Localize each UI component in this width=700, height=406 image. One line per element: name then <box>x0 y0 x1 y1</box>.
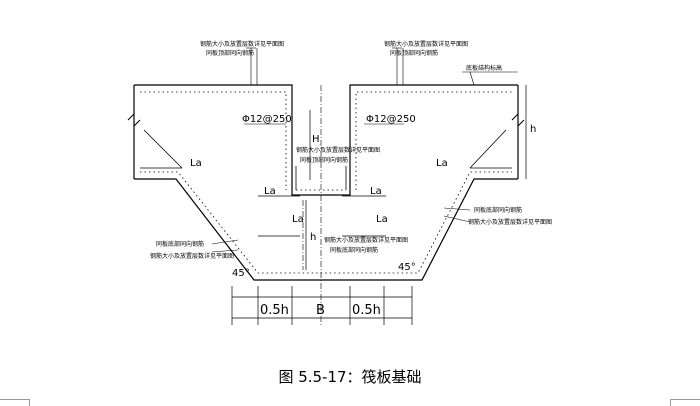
raft-foundation-drawing: 钢筋大小及放置层数详见平面图 同板顶部同向钢筋 钢筋大小及放置层数详见平面图 同… <box>127 40 552 325</box>
dim-center: B <box>316 303 325 318</box>
rebar-label-right: Φ12@250 <box>366 114 416 125</box>
break-symbols <box>127 112 525 128</box>
note-center-2: 同板顶部同向钢筋 <box>300 156 348 164</box>
note-right-2: 钢筋大小及放置层数详见平面图 <box>468 218 552 226</box>
note-bottom-center-1: 钢筋大小及放置层数详见平面图 <box>324 236 408 244</box>
rebar-lines <box>140 91 512 274</box>
concrete-outline <box>133 84 519 281</box>
la-label-1: La <box>190 158 202 169</box>
note-center-1: 钢筋大小及放置层数详见平面图 <box>296 146 380 154</box>
note-top-right-1: 钢筋大小及放置层数详见平面图 <box>384 40 468 48</box>
note-slab-top: 底板结构标高 <box>466 64 502 72</box>
note-top-left-2: 同板顶部同向钢筋 <box>206 49 254 57</box>
dimension-lines <box>231 85 527 325</box>
note-top-left-1: 钢筋大小及放置层数详见平面图 <box>200 40 284 48</box>
h-label-right: h <box>530 124 536 135</box>
page-corner-right <box>670 399 700 406</box>
note-right-1: 同板底部同向钢筋 <box>474 206 522 214</box>
la-label-5: La <box>376 214 388 225</box>
note-top-right-2: 同板顶部同向钢筋 <box>390 49 438 57</box>
note-left-2: 钢筋大小及放置层数详见平面图 <box>150 252 234 260</box>
la-label-4: La <box>436 158 448 169</box>
la-label-2: La <box>264 186 276 197</box>
H-label: H <box>312 134 320 145</box>
rebar-solid <box>140 129 512 237</box>
leader-lines <box>211 47 518 253</box>
angle-label-left: 45° <box>232 268 250 279</box>
page-corner-left <box>0 399 30 406</box>
rebar-label-left: Φ12@250 <box>242 114 292 125</box>
h-label-center: h <box>310 232 316 243</box>
la-label-6: La <box>292 214 304 225</box>
dim-left: 0.5h <box>260 303 289 318</box>
la-label-3: La <box>370 186 382 197</box>
note-bottom-center-2: 同板底部同向钢筋 <box>330 246 378 254</box>
dim-right: 0.5h <box>352 303 381 318</box>
figure-caption: 图 5.5-17：筏板基础 <box>278 368 422 386</box>
center-axis <box>302 85 322 325</box>
angle-label-right: 45° <box>398 262 416 273</box>
note-left-1: 同板底部同向钢筋 <box>156 240 204 248</box>
